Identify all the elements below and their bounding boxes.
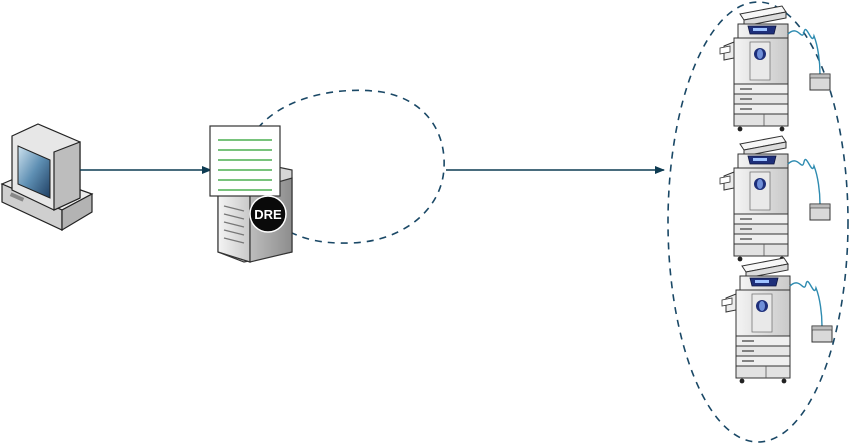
workstation-icon — [0, 123, 94, 232]
document-icon — [209, 125, 281, 197]
printer-1 — [719, 5, 831, 133]
dre-badge-label: DRE — [254, 207, 282, 222]
printer-group-outline — [667, 1, 849, 443]
printer-2 — [719, 135, 831, 263]
server-processing-outline — [257, 89, 445, 244]
dre-badge: DRE — [249, 195, 287, 233]
printer-3 — [721, 257, 833, 385]
